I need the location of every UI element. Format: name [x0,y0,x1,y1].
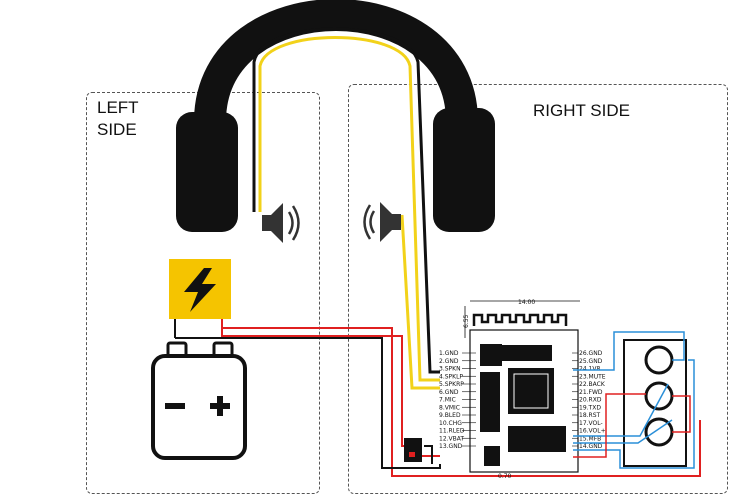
module-right-pin: 16.VOL+ [579,428,606,435]
headband-wire-yellow [258,36,440,382]
wire-blue-1 [573,331,685,371]
module-left-pins: 1.GND2.GND3.SPKN4.SPKLP5.SPKRP6.GND7.MIC… [439,350,476,450]
power-switch-icon [404,438,422,462]
module-antenna [472,313,568,326]
module-left-pin: 4.SPKLP [439,373,463,380]
module-right-pin: 15.MFB [579,435,601,442]
left-ear-cup [176,112,238,232]
wire-red-buttons [573,393,646,458]
module-left-pin: 13.GND [439,443,463,450]
module-left-pin: 8.VMIC [439,404,460,411]
module-right-pin: 22.BACK [579,381,606,388]
speaker-wire-yellow [400,214,440,390]
lightning-bolt-icon [169,259,231,319]
battery-icon [151,341,247,460]
module-right-pin: 19.TXD [579,404,601,411]
module-dim-bottom: 0.70 [498,473,512,480]
speaker-icon-left [262,203,300,243]
module-left-pin: 9.BLED [439,412,461,419]
module-dim-width: 14.00 [518,299,535,306]
right-side-label: RIGHT SIDE [533,101,630,120]
module-right-pin: 18.RST [579,412,601,419]
module-left-pin: 12.VBAT [439,435,464,442]
module-right-pin: 21.FWD [579,389,603,396]
right-side-panel [348,84,728,494]
module-left-pin: 10.CHG [439,420,462,427]
module-right-pin: 26.GND [579,350,603,357]
module-left-pin: 2.GND [439,358,459,365]
push-button-board [623,339,687,467]
headphone-headband [194,0,478,122]
module-left-pin: 6.GND [439,389,459,396]
headband-wire-black [252,27,440,374]
right-ear-cup [433,108,495,232]
bluetooth-module: 14.00 6.55 0.70 [463,299,580,480]
wire-black-battery [175,337,441,469]
module-left-pin: 11.RLED [439,428,465,435]
module-dim-height: 6.55 [463,314,470,328]
module-left-pin: 3.SPKN [439,366,461,373]
wire-blue-4 [573,359,695,469]
module-right-pin: 24.1V8 [579,366,600,373]
wire-black-switch [424,445,433,464]
push-button-icon-1 [644,345,674,375]
module-right-pin: 25.GND [579,358,603,365]
left-side-label-line1: LEFT [97,98,139,117]
wire-blue-2 [573,383,669,437]
module-right-pin: 17.VOL- [579,420,603,427]
left-side-label: LEFT SIDE [97,97,139,141]
module-right-pins: 26.GND25.GND24.1V823.MUTE22.BACK21.FWD20… [572,350,606,450]
wire-red-charger [222,327,701,477]
module-right-pin: 23.MUTE [579,373,606,380]
wire-blue-3 [573,419,673,444]
left-side-label-line2: SIDE [97,120,137,139]
module-left-pin: 1.GND [439,350,459,357]
speaker-icon-right [363,202,401,242]
module-left-pin: 5.SPKRP [439,381,464,388]
push-button-icon-2 [644,381,674,411]
module-right-pin: 14.GND [579,443,603,450]
wire-red-buttons-2 [672,395,691,433]
module-right-pin: 20.RXD [579,397,602,404]
module-left-pin: 7.MIC [439,397,456,404]
